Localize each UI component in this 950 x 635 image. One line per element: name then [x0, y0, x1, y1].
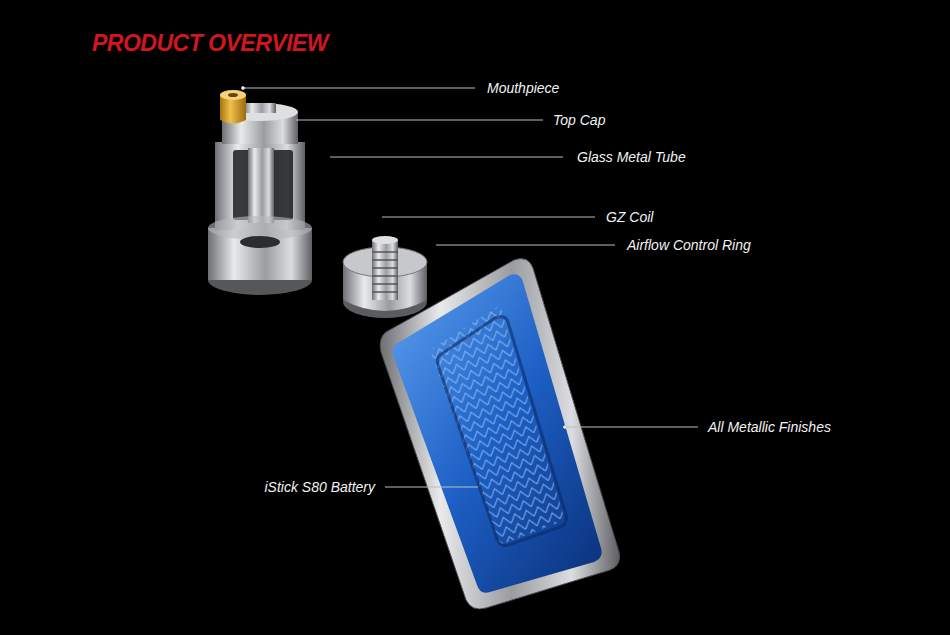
part-label: Mouthpiece [487, 80, 559, 96]
part-label: iStick S80 Battery [265, 479, 376, 495]
part-label: All Metallic Finishes [708, 419, 831, 435]
part-label: GZ Coil [606, 209, 653, 225]
overview-title: PRODUCT OVERVIEW [92, 30, 328, 56]
part-label: Airflow Control Ring [627, 237, 751, 253]
part-label: Glass Metal Tube [577, 149, 686, 165]
part-label: Top Cap [553, 112, 605, 128]
leader-lines [242, 87, 699, 488]
